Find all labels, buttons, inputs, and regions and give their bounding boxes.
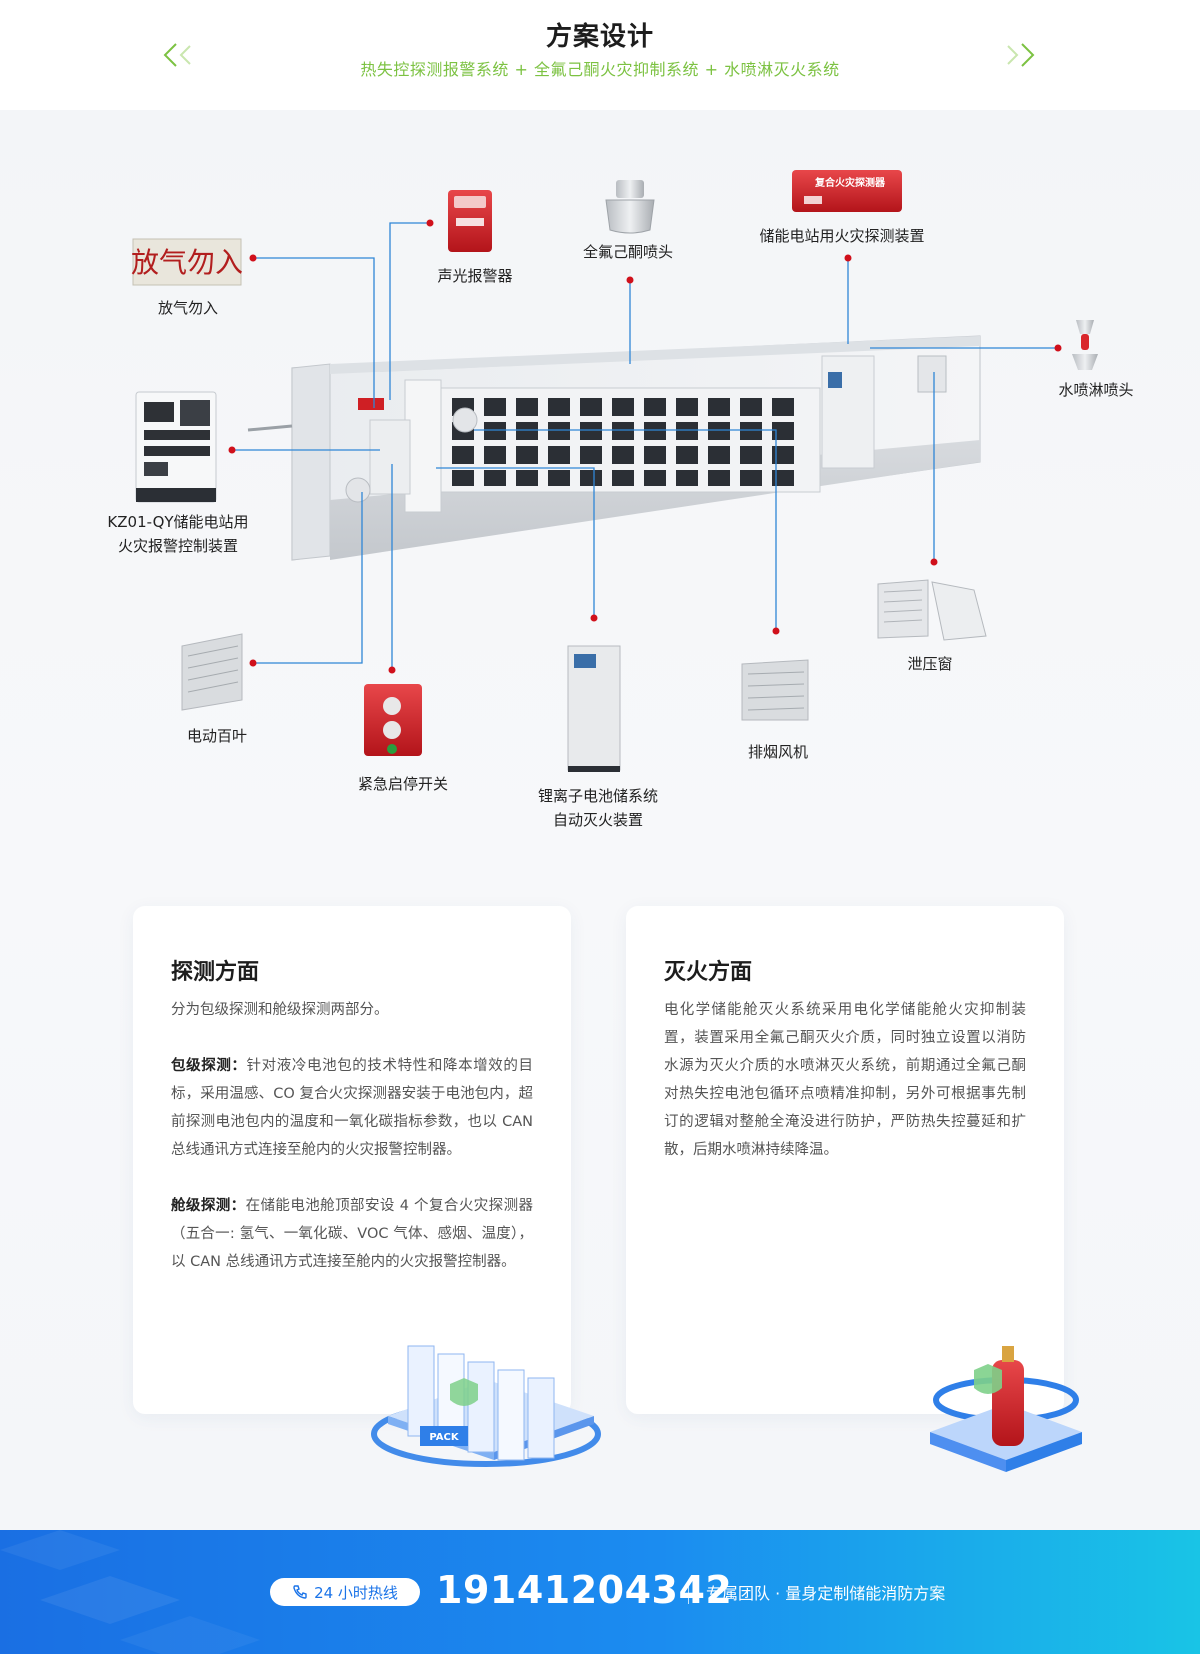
extinguish-text: 电化学储能舱灭火系统采用电化学储能舱火灾抑制装置，装置采用全氟己酮灭火介质，同时… xyxy=(664,1002,1026,1158)
footer-divider xyxy=(688,1582,689,1604)
fire-detector-device: 复合火灾探测器 xyxy=(792,170,902,212)
double-chevron-left-icon[interactable] xyxy=(160,40,200,70)
label-suppression-line2: 自动灭火装置 xyxy=(552,811,643,829)
battery-racks xyxy=(439,387,821,493)
footer-decoration xyxy=(0,1530,260,1654)
hotline-badge[interactable]: 24 小时热线 xyxy=(270,1578,420,1606)
detection-card-body: 分为包级探测和舱级探测两部分。 包级探测：针对液冷电池包的技术特性和降本增效的目… xyxy=(171,996,533,1304)
detection-card-title: 探测方面 xyxy=(171,960,260,985)
fangqi-sign: 放气勿入 xyxy=(131,238,243,286)
sprinkler-head xyxy=(1072,320,1098,370)
label-nozzle: 全氟己酮喷头 xyxy=(582,243,673,261)
fangqi-sign-text: 放气勿入 xyxy=(131,246,243,279)
audible-visual-alarm xyxy=(448,190,492,252)
emergency-stop-switch xyxy=(364,684,422,756)
cabin-detection-paragraph: 舱级探测：在储能电池舱顶部安设 4 个复合火灾探测器（五合一: 氢气、一氧化碳、… xyxy=(171,1192,533,1276)
label-sprinkler: 水喷淋喷头 xyxy=(1058,381,1134,399)
pack-detection-text: 针对液冷电池包的技术特性和降本增效的目标，采用温感、CO 复合火灾探测器安装于电… xyxy=(171,1058,534,1158)
detector-device-text: 复合火灾探测器 xyxy=(814,176,886,189)
label-controller-line2: 火灾报警控制装置 xyxy=(117,537,238,555)
label-louver: 电动百叶 xyxy=(186,727,247,745)
header: 方案设计 热失控探测报警系统 + 全氟己酮火灾抑制系统 + 水喷淋灭火系统 xyxy=(0,0,1200,110)
cabin-detection-label: 舱级探测： xyxy=(171,1198,246,1214)
system-diagram-graphics: 放气勿入 复合火灾探测器 xyxy=(131,170,1098,772)
electric-louver xyxy=(181,633,243,711)
phone-number[interactable]: 19141204342 xyxy=(436,1568,733,1612)
detection-intro: 分为包级探测和舱级探测两部分。 xyxy=(171,1002,389,1018)
connector-dots xyxy=(228,219,1062,674)
connector-lines xyxy=(232,222,1058,670)
detection-card: 探测方面 分为包级探测和舱级探测两部分。 包级探测：针对液冷电池包的技术特性和降… xyxy=(133,906,571,1414)
footer-slogan: 专属团队 · 量身定制储能消防方案 xyxy=(706,1584,946,1603)
cabin-detection-text: 在储能电池舱顶部安设 4 个复合火灾探测器（五合一: 氢气、一氧化碳、VOC 气… xyxy=(171,1198,533,1270)
label-controller-line1: KZ01-QY储能电站用 xyxy=(107,513,249,531)
pressure-relief-window xyxy=(877,579,987,641)
suppression-cabinet xyxy=(567,645,621,772)
footer-banner: 24 小时热线 19141204342 专属团队 · 量身定制储能消防方案 xyxy=(0,1530,1200,1654)
double-chevron-right-icon[interactable] xyxy=(998,40,1038,70)
fire-alarm-controller xyxy=(135,391,217,503)
label-fan: 排烟风机 xyxy=(747,743,808,761)
storage-container xyxy=(247,335,981,561)
pack-detection-paragraph: 包级探测：针对液冷电池包的技术特性和降本增效的目标，采用温感、CO 复合火灾探测… xyxy=(171,1052,533,1164)
pack-detection-label: 包级探测： xyxy=(171,1058,247,1074)
extinguish-card-body: 电化学储能舱灭火系统采用电化学储能舱火灾抑制装置，装置采用全氟己酮灭火介质，同时… xyxy=(664,996,1026,1192)
page-title: 方案设计 xyxy=(545,22,654,52)
label-detector: 储能电站用火灾探测装置 xyxy=(759,227,925,245)
extinguish-card: 灭火方面 电化学储能舱灭火系统采用电化学储能舱火灾抑制装置，装置采用全氟己酮灭火… xyxy=(626,906,1064,1414)
fire-extinguisher-illustration xyxy=(930,1346,1082,1472)
label-alarm: 声光报警器 xyxy=(437,267,513,285)
pack-tag-text: PACK xyxy=(429,1432,459,1443)
smoke-exhaust-fan xyxy=(741,659,809,721)
label-vent: 泄压窗 xyxy=(907,655,953,673)
label-estop: 紧急启停开关 xyxy=(357,775,448,793)
hotline-label: 24 小时热线 xyxy=(314,1583,398,1602)
label-fangqi: 放气勿入 xyxy=(157,299,218,317)
page-subtitle: 热失控探测报警系统 + 全氟己酮火灾抑制系统 + 水喷淋灭火系统 xyxy=(360,60,840,79)
extinguish-card-title: 灭火方面 xyxy=(664,960,753,985)
phone-icon xyxy=(293,1585,307,1599)
battery-pack-illustration: PACK xyxy=(371,1345,601,1467)
fk5112-nozzle xyxy=(605,180,655,234)
label-suppression-line1: 锂离子电池储系统 xyxy=(537,787,658,805)
